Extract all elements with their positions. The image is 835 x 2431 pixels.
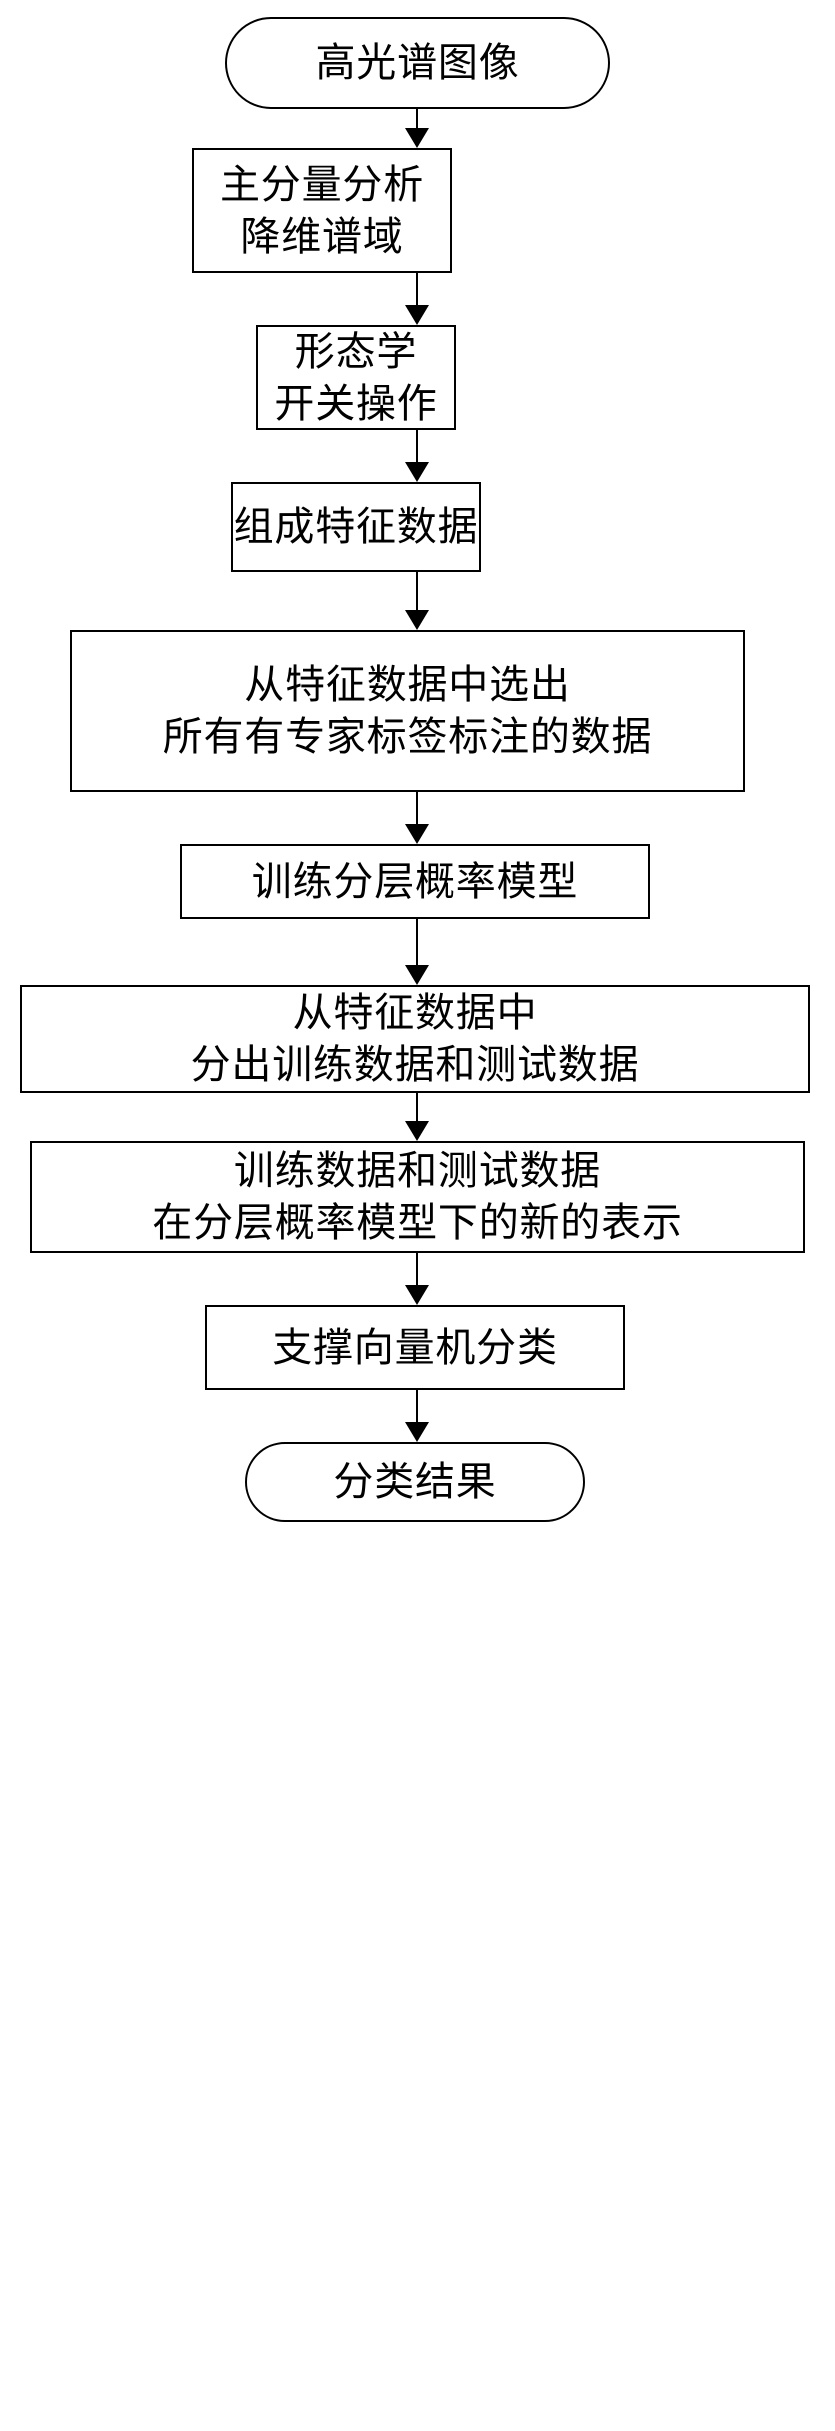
edge-n5-to-n6 (405, 792, 429, 844)
node-train-hierarchical-probability-model[interactable]: 训练分层概率模型 (180, 844, 650, 919)
node-split-train-test-data[interactable]: 从特征数据中 分出训练数据和测试数据 (20, 985, 810, 1093)
node-label-line: 开关操作 (274, 380, 438, 427)
edge-stem (416, 792, 418, 824)
edge-stem (416, 1390, 418, 1422)
node-label-line: 高光谱图像 (315, 40, 520, 86)
arrowhead-icon (405, 1285, 429, 1305)
edge-stem (416, 430, 418, 462)
edge-n7-to-n8 (405, 1093, 429, 1141)
node-morphology-open-close[interactable]: 形态学 开关操作 (256, 325, 456, 430)
edge-stem (416, 109, 418, 128)
node-classification-result[interactable]: 分类结果 (245, 1442, 585, 1522)
node-label-line: 所有有专家标签标注的数据 (162, 714, 653, 760)
arrowhead-icon (405, 1121, 429, 1141)
node-label-line: 主分量分析 (220, 161, 424, 208)
edge-n4-to-n5 (405, 572, 429, 630)
edge-n6-to-n7 (405, 919, 429, 985)
edge-n8-to-n9 (405, 1253, 429, 1305)
node-label-line: 训练数据和测试数据 (233, 1148, 602, 1194)
edge-n9-to-n10 (405, 1390, 429, 1442)
edge-stem (416, 919, 418, 965)
edge-stem (416, 572, 418, 610)
node-select-expert-labeled-data[interactable]: 从特征数据中选出 所有有专家标签标注的数据 (70, 630, 745, 792)
node-label-line: 降维谱域 (240, 213, 404, 260)
edge-stem (416, 1093, 418, 1121)
node-compose-feature-data[interactable]: 组成特征数据 (231, 482, 481, 572)
node-svm-classification[interactable]: 支撑向量机分类 (205, 1305, 625, 1390)
node-pca-dimension-reduction[interactable]: 主分量分析 降维谱域 (192, 148, 452, 273)
node-label-line: 支撑向量机分类 (272, 1324, 558, 1371)
arrowhead-icon (405, 305, 429, 325)
arrowhead-icon (405, 1422, 429, 1442)
node-label-line: 形态学 (294, 328, 418, 375)
arrowhead-icon (405, 462, 429, 482)
edge-stem (416, 1253, 418, 1285)
node-label-line: 分类结果 (333, 1459, 497, 1505)
arrowhead-icon (405, 965, 429, 985)
arrowhead-icon (405, 128, 429, 148)
edge-n2-to-n3 (405, 273, 429, 325)
node-label-line: 在分层概率模型下的新的表示 (152, 1200, 683, 1246)
node-label-line: 训练分层概率模型 (251, 858, 579, 905)
arrowhead-icon (405, 610, 429, 630)
edge-n3-to-n4 (405, 430, 429, 482)
arrowhead-icon (405, 824, 429, 844)
node-label-line: 从特征数据中选出 (244, 662, 571, 708)
node-new-representation-under-model[interactable]: 训练数据和测试数据 在分层概率模型下的新的表示 (30, 1141, 805, 1253)
edge-n1-to-n2 (405, 109, 429, 148)
edge-stem (416, 273, 418, 305)
node-label-line: 组成特征数据 (233, 504, 479, 550)
node-label-line: 从特征数据中 (292, 990, 538, 1036)
node-hyperspectral-image[interactable]: 高光谱图像 (225, 17, 610, 109)
node-label-line: 分出训练数据和测试数据 (190, 1042, 640, 1088)
